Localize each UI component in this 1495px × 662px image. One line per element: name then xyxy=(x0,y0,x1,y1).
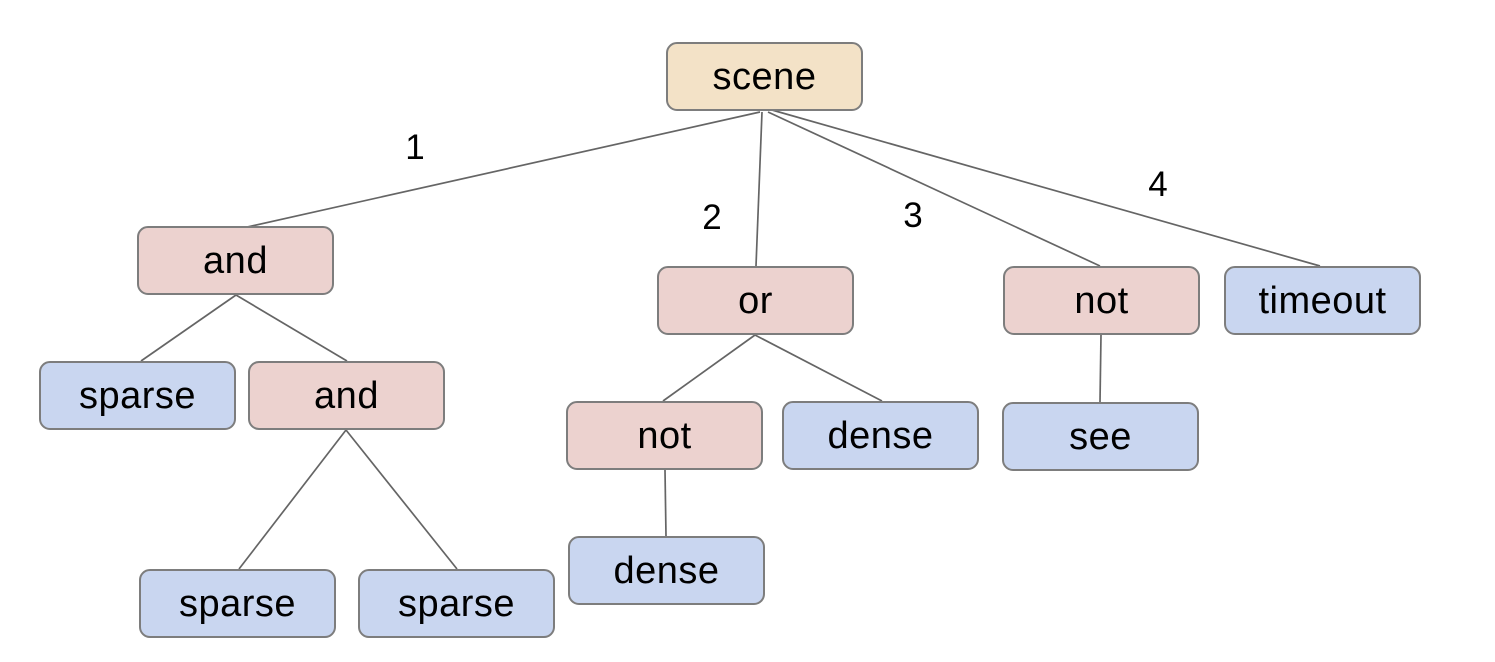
edge-label-3: 3 xyxy=(903,196,923,235)
node-not-mid: not xyxy=(566,401,763,470)
node-see: see xyxy=(1002,402,1199,471)
node-or: or xyxy=(657,266,854,335)
node-scene: scene xyxy=(666,42,863,111)
edge-and2-sparse-left xyxy=(238,429,347,570)
edge-scene-not xyxy=(767,111,1101,267)
node-and-top: and xyxy=(137,226,334,295)
edge-label-1: 1 xyxy=(405,128,425,167)
edge-scene-or xyxy=(755,111,763,267)
edge-and2-sparse-right xyxy=(345,429,458,570)
edge-label-4: 4 xyxy=(1148,165,1168,204)
node-sparse-bottom-right: sparse xyxy=(358,569,555,638)
edge-and-and xyxy=(235,294,348,362)
edge-scene-timeout xyxy=(771,109,1321,267)
edge-or-not xyxy=(662,334,756,402)
edge-label-2: 2 xyxy=(702,198,722,237)
node-timeout: timeout xyxy=(1224,266,1421,335)
edge-or-dense xyxy=(754,334,883,402)
edge-and-sparse xyxy=(140,294,237,362)
node-sparse-bottom-left: sparse xyxy=(139,569,336,638)
edge-scene-and xyxy=(242,111,761,229)
node-dense-right: dense xyxy=(782,401,979,470)
edge-not-see xyxy=(1099,334,1102,403)
node-and-inner: and xyxy=(248,361,445,430)
node-dense-bottom: dense xyxy=(568,536,765,605)
edge-not2-dense xyxy=(664,469,667,537)
node-sparse-left: sparse xyxy=(39,361,236,430)
node-not-right: not xyxy=(1003,266,1200,335)
